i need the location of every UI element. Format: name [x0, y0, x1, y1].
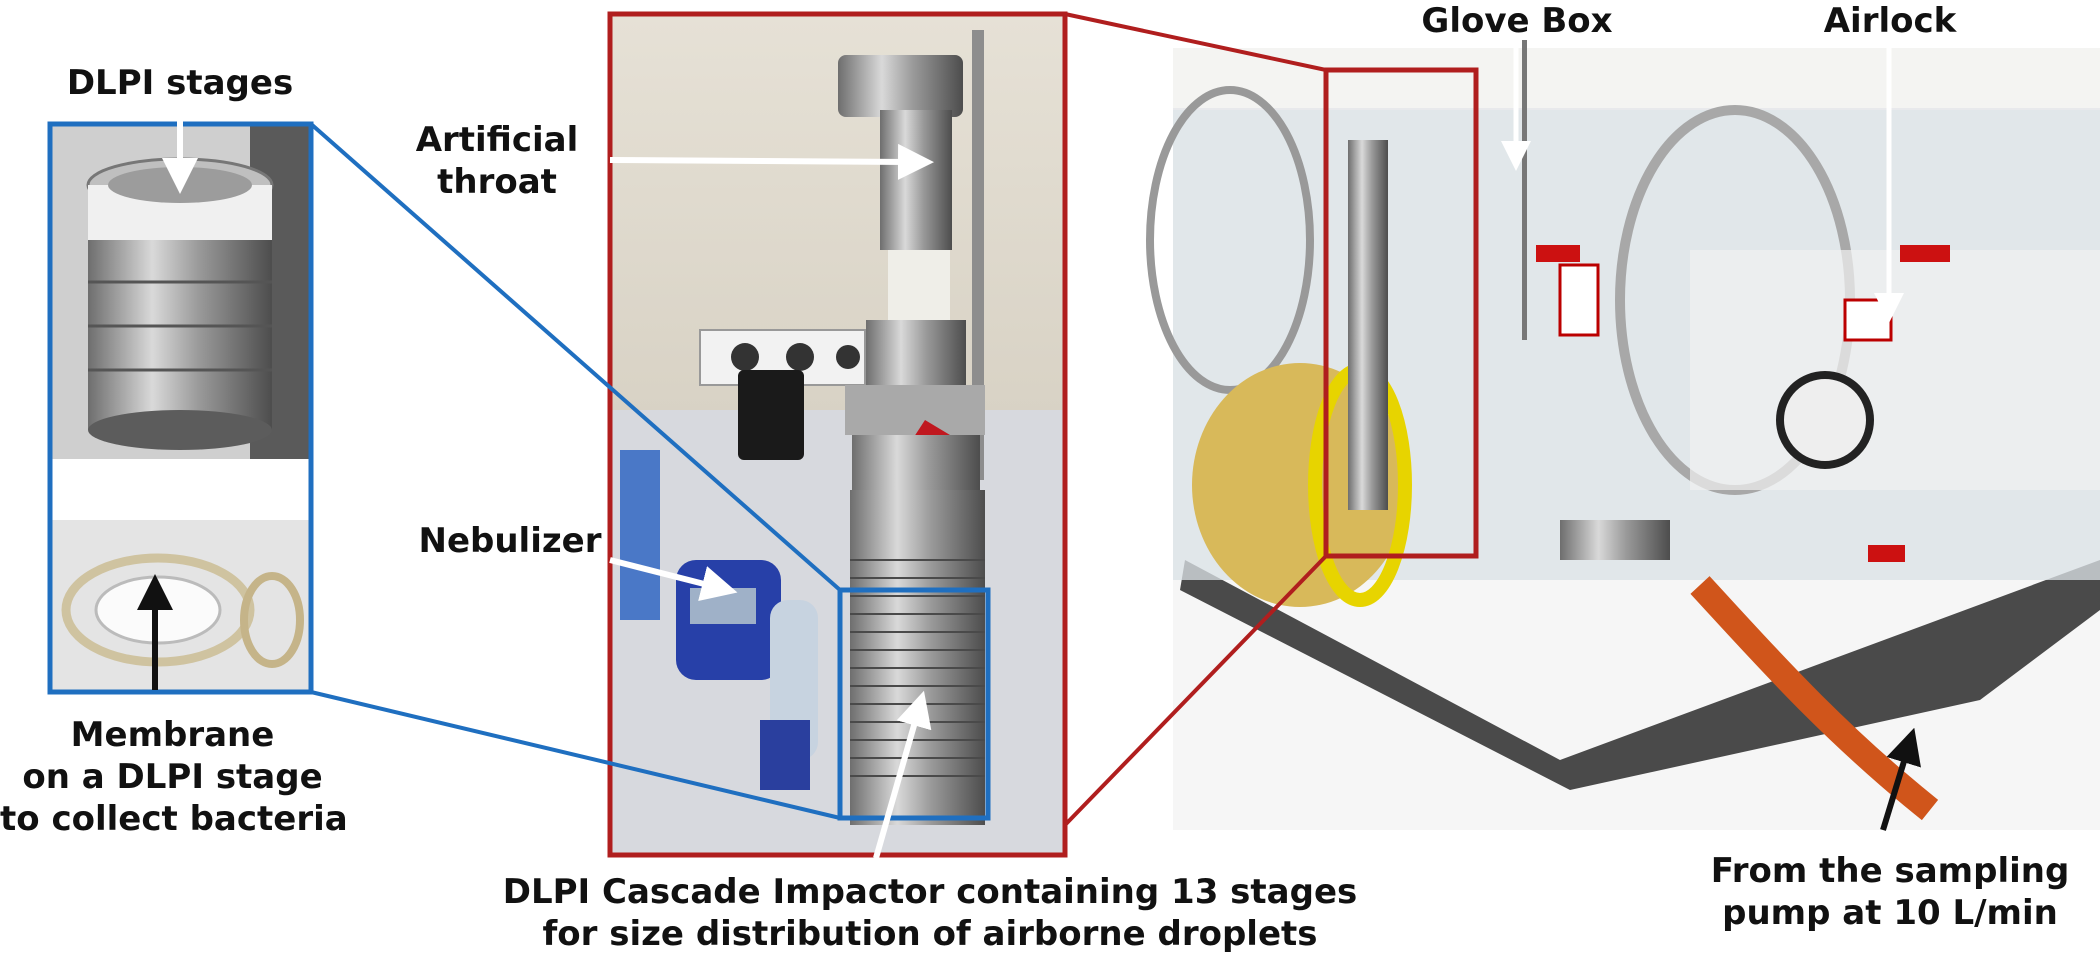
red-connector-top: [1064, 12, 1327, 72]
tube-rack: [620, 450, 660, 620]
membrane-label-line1: Membrane: [70, 715, 275, 755]
artificial-throat-part: [838, 55, 963, 117]
steel-stage-stack: [88, 240, 272, 430]
red-connector-bottom: [1063, 554, 1328, 827]
orange-hose: [1690, 576, 1939, 821]
glove-box-label: Glove Box: [1421, 1, 1613, 41]
glove-port-ring: [1146, 86, 1314, 394]
glove-box-photo: [1146, 40, 2100, 830]
airlock-label: Airlock: [1823, 1, 1957, 41]
sampling-pump-line2: pump at 10 L/min: [1722, 893, 2058, 933]
inner-rod: [1522, 40, 1527, 340]
glovebox-base-edge: [1180, 560, 2100, 790]
airlock-cylinder: [1690, 250, 2100, 490]
impactor-blue-box: [837, 587, 991, 821]
membrane-label: Membrane on a DLPI stage to collect bact…: [0, 714, 348, 840]
nebulizer-label: Nebulizer: [418, 521, 602, 561]
hose-valve: [1560, 520, 1670, 560]
artificial-throat-line2: throat: [437, 162, 557, 202]
cascade-arrow: [873, 690, 932, 859]
artificial-throat-label: Artificial throat: [412, 119, 582, 203]
cascade-impactor-line2: for size distribution of airborne drople…: [542, 914, 1318, 954]
warning-sticker: [1558, 263, 1600, 337]
cascade-impactor-label: DLPI Cascade Impactor containing 13 stag…: [400, 871, 1460, 955]
membrane-photo: [50, 520, 311, 692]
membrane-label-line3: to collect bacteria: [0, 799, 348, 839]
impactor-inside: [1348, 140, 1388, 510]
membrane-label-line2: on a DLPI stage: [22, 757, 323, 797]
adapter-plug: [738, 370, 804, 460]
cascade-impactor-line1: DLPI Cascade Impactor containing 13 stag…: [502, 872, 1358, 912]
rod: [972, 30, 984, 480]
blue-connector-bottom: [310, 690, 841, 820]
nebulizer-arrow: [609, 557, 738, 602]
blue-connector-top: [309, 122, 842, 592]
throat-arrow: [609, 143, 934, 180]
sampling-arrow: [1880, 727, 1921, 831]
artificial-throat-line1: Artificial: [415, 120, 579, 160]
seal-ring: [240, 572, 304, 668]
sampling-pump-line1: From the sampling: [1710, 851, 2070, 891]
pressure-gauge: [1776, 371, 1874, 469]
middle-red-frame: [607, 11, 1068, 858]
sampling-pump-label: From the sampling pump at 10 L/min: [1690, 850, 2090, 934]
red-latch: [1900, 245, 1950, 262]
right-red-box: [1323, 67, 1479, 559]
dlpi-stages-label: DLPI stages: [66, 63, 294, 103]
impactor-stack: [850, 490, 985, 825]
